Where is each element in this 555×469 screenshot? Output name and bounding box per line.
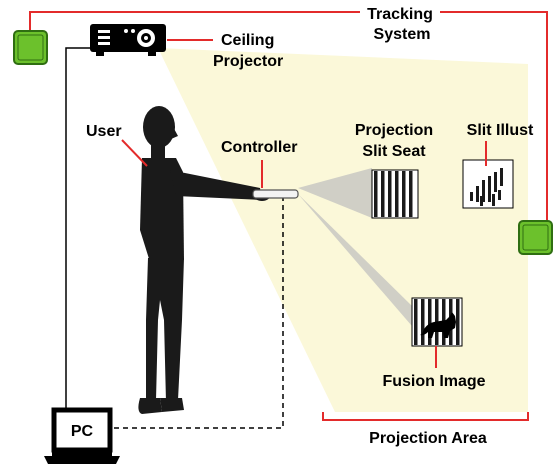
slit-seat-label-line2: Slit Seat [362, 143, 426, 160]
projector-icon [90, 24, 166, 56]
laptop-icon [44, 407, 120, 464]
fusion-image-label: Fusion Image [382, 373, 485, 390]
slit-illust-label: Slit Illust [467, 122, 534, 139]
user-leader-line [121, 139, 148, 167]
tracking-label-line2: System [374, 26, 431, 43]
tracking-label-line1: Tracking [367, 6, 433, 23]
tracking-system-line-right [440, 11, 548, 222]
tracking-sensor-right-inner [522, 224, 549, 251]
cat-silhouette [420, 312, 456, 338]
projection-area-bracket [322, 412, 529, 421]
user-label: User [86, 123, 122, 140]
projection-area-label: Projection Area [369, 430, 487, 447]
light-cone-to-fusion [298, 194, 424, 340]
pc-label: PC [71, 423, 94, 440]
fusion-image [411, 297, 463, 347]
projector-label-line2: Projector [213, 53, 283, 70]
tracking-sensor-left-inner [17, 34, 44, 61]
tracking-system-line [29, 11, 360, 30]
light-cone-to-slit-seat [298, 168, 372, 218]
projector-label-line1: Ceiling [221, 32, 274, 49]
controller-label: Controller [221, 139, 297, 156]
controller-device [252, 189, 299, 199]
slit-illustration [462, 159, 514, 209]
projection-slit-seat [371, 169, 419, 219]
projection-area-light [158, 48, 528, 412]
projector-pc-cable [65, 47, 96, 412]
slit-seat-label-line1: Projection [355, 122, 433, 139]
